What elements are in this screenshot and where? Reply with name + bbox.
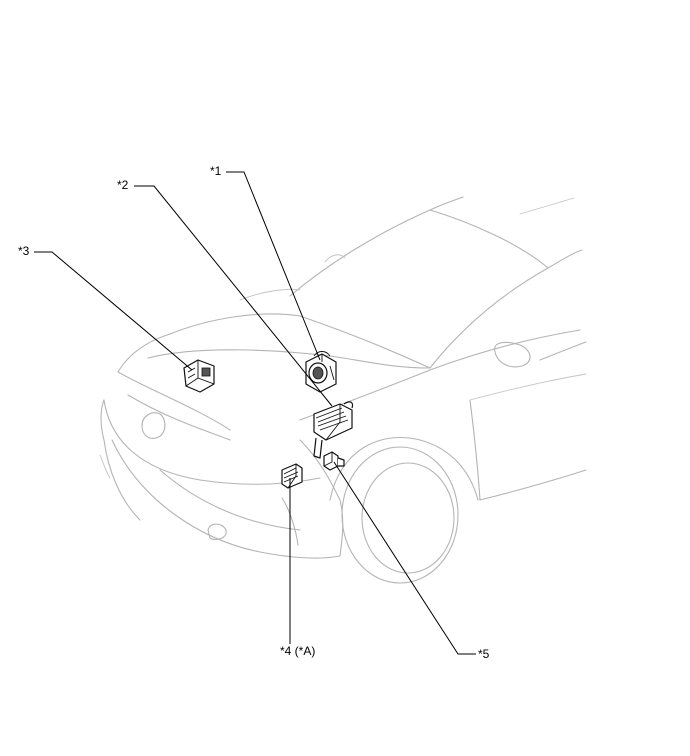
wiper <box>324 254 346 263</box>
callout-3: *3 <box>18 244 30 258</box>
component-5 <box>323 451 345 471</box>
wheel-outer <box>341 446 459 584</box>
leader-3 <box>34 251 193 371</box>
roof-edge <box>519 197 575 215</box>
component-4 <box>281 463 303 489</box>
side-sill <box>479 469 587 501</box>
roof-line <box>429 209 549 269</box>
windshield-frame <box>289 196 464 297</box>
leader-1 <box>226 171 321 361</box>
leader-5 <box>333 461 476 655</box>
callout-4: *4 (*A) <box>280 644 316 658</box>
front-corner <box>100 399 141 521</box>
fender-body <box>469 399 481 501</box>
leader-lines <box>34 171 476 655</box>
component-1 <box>305 351 337 393</box>
component-2 <box>313 401 354 459</box>
callout-2: *2 <box>117 178 129 192</box>
bumper-lower <box>111 439 341 559</box>
fog-recess <box>281 497 299 546</box>
fog-lamp <box>207 523 227 541</box>
door-line <box>547 249 583 269</box>
emblem <box>141 412 166 439</box>
mirror <box>494 341 531 368</box>
door-seam <box>469 373 587 401</box>
a-pillar <box>429 267 549 369</box>
cowl-line <box>299 315 431 369</box>
hood-edge-front <box>239 288 301 301</box>
side-window <box>539 341 587 361</box>
vehicle-outline <box>99 196 587 584</box>
hood-front-edge <box>99 454 111 479</box>
wheel-inner <box>361 462 455 574</box>
component-3 <box>183 359 215 393</box>
callout-5: *5 <box>478 647 490 661</box>
headlamp-upper <box>117 371 231 431</box>
leader-2 <box>134 185 333 407</box>
hood-rear-edge <box>169 313 301 335</box>
hood-front <box>117 333 171 373</box>
callout-1: *1 <box>210 164 222 178</box>
headlamp-lower <box>127 394 231 441</box>
grille-lower <box>159 469 301 531</box>
wheel-arch <box>329 436 479 501</box>
